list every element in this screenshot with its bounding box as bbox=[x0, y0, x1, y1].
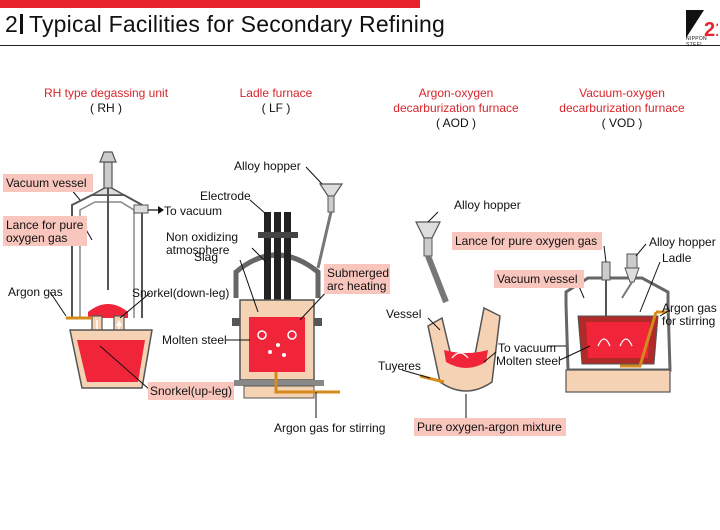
vod-ladle-label: Ladle bbox=[662, 251, 692, 265]
section-number: 2 bbox=[5, 11, 18, 37]
rh-snorkel-up-label: Snorkel(up-leg) bbox=[150, 384, 232, 398]
lf-unit bbox=[226, 166, 344, 418]
vod-alloy-hopper-label: Alloy hopper bbox=[649, 235, 716, 249]
vod-vacuum-vessel-box bbox=[494, 270, 584, 288]
aod-unit bbox=[401, 211, 501, 420]
lf-alloy-hopper-label: Alloy hopper bbox=[234, 159, 301, 173]
svg-text:21: 21 bbox=[704, 19, 718, 41]
lf-title: Ladle furnace bbox=[240, 86, 313, 100]
lf-slag-label: Slag bbox=[194, 250, 218, 264]
vod-lance-label: Lance for pure oxygen gas bbox=[455, 234, 597, 248]
rh-lance-label-1: Lance for pure bbox=[6, 218, 84, 232]
vod-argon-label-1: Argon gas bbox=[662, 301, 717, 315]
company-logo: 21 bbox=[686, 10, 718, 41]
vod-unit bbox=[548, 243, 672, 393]
lf-molten-steel-label: Molten steel bbox=[162, 333, 227, 347]
aod-abbr: ( AOD ) bbox=[436, 116, 476, 130]
rh-vacuum-vessel-label: Vacuum vessel bbox=[6, 176, 86, 190]
vod-argon-label-2: for stirring bbox=[662, 314, 715, 328]
lf-non-oxidizing-label-1: Non oxidizing bbox=[166, 230, 238, 244]
lf-submerged-label-2: arc heating bbox=[327, 279, 386, 293]
aod-to-vacuum-label: To vacuum bbox=[498, 341, 556, 355]
rh-title: RH type degassing unit bbox=[44, 86, 169, 100]
logo-mark-icon bbox=[686, 10, 704, 38]
aod-molten-steel-label: Molten steel bbox=[496, 354, 561, 368]
rh-to-vacuum-label: To vacuum bbox=[164, 204, 222, 218]
aod-title-line2: decarburization furnace bbox=[393, 101, 519, 115]
rh-snorkel-down-label: Snorkel(down-leg) bbox=[132, 286, 229, 300]
aod-alloy-hopper-label: Alloy hopper bbox=[454, 198, 521, 212]
rh-vacuum-vessel-box bbox=[3, 174, 93, 192]
rh-argon-label: Argon gas bbox=[8, 285, 63, 299]
title-text: Typical Facilities for Secondary Refinin… bbox=[29, 11, 445, 37]
lf-submerged-box bbox=[324, 264, 390, 294]
aod-title-line1: Argon-oxygen bbox=[419, 86, 494, 100]
lf-non-oxidizing-label-2: atmosphere bbox=[166, 243, 230, 257]
logo-text: NIPPON STEEL bbox=[686, 36, 707, 48]
aod-tuyeres-label: Tuyeres bbox=[378, 359, 421, 373]
vod-vacuum-vessel-label: Vacuum vessel bbox=[497, 272, 577, 286]
aod-mixture-label: Pure oxygen-argon mixture bbox=[417, 420, 562, 434]
page-title: 2 Typical Facilities for Secondary Refini… bbox=[5, 11, 445, 38]
aod-mixture-box bbox=[414, 418, 566, 436]
header-rule bbox=[0, 45, 720, 46]
lf-abbr: ( LF ) bbox=[262, 101, 291, 115]
rh-abbr: ( RH ) bbox=[90, 101, 122, 115]
lf-argon-stirring-label: Argon gas for stirring bbox=[274, 421, 385, 435]
vod-lance-box bbox=[452, 232, 602, 250]
header-accent-bar bbox=[0, 0, 420, 8]
aod-vessel-label: Vessel bbox=[386, 307, 421, 321]
rh-lance-box bbox=[3, 216, 87, 246]
title-divider bbox=[20, 14, 23, 34]
rh-lance-label-2: oxygen gas bbox=[6, 231, 67, 245]
lf-electrode-label: Electrode bbox=[200, 189, 251, 203]
vod-title-line2: decarburization furnace bbox=[559, 101, 685, 115]
vod-title-line1: Vacuum-oxygen bbox=[579, 86, 665, 100]
rh-snorkel-up-box bbox=[148, 382, 234, 400]
vod-abbr: ( VOD ) bbox=[602, 116, 643, 130]
lf-submerged-label-1: Submerged bbox=[327, 266, 389, 280]
